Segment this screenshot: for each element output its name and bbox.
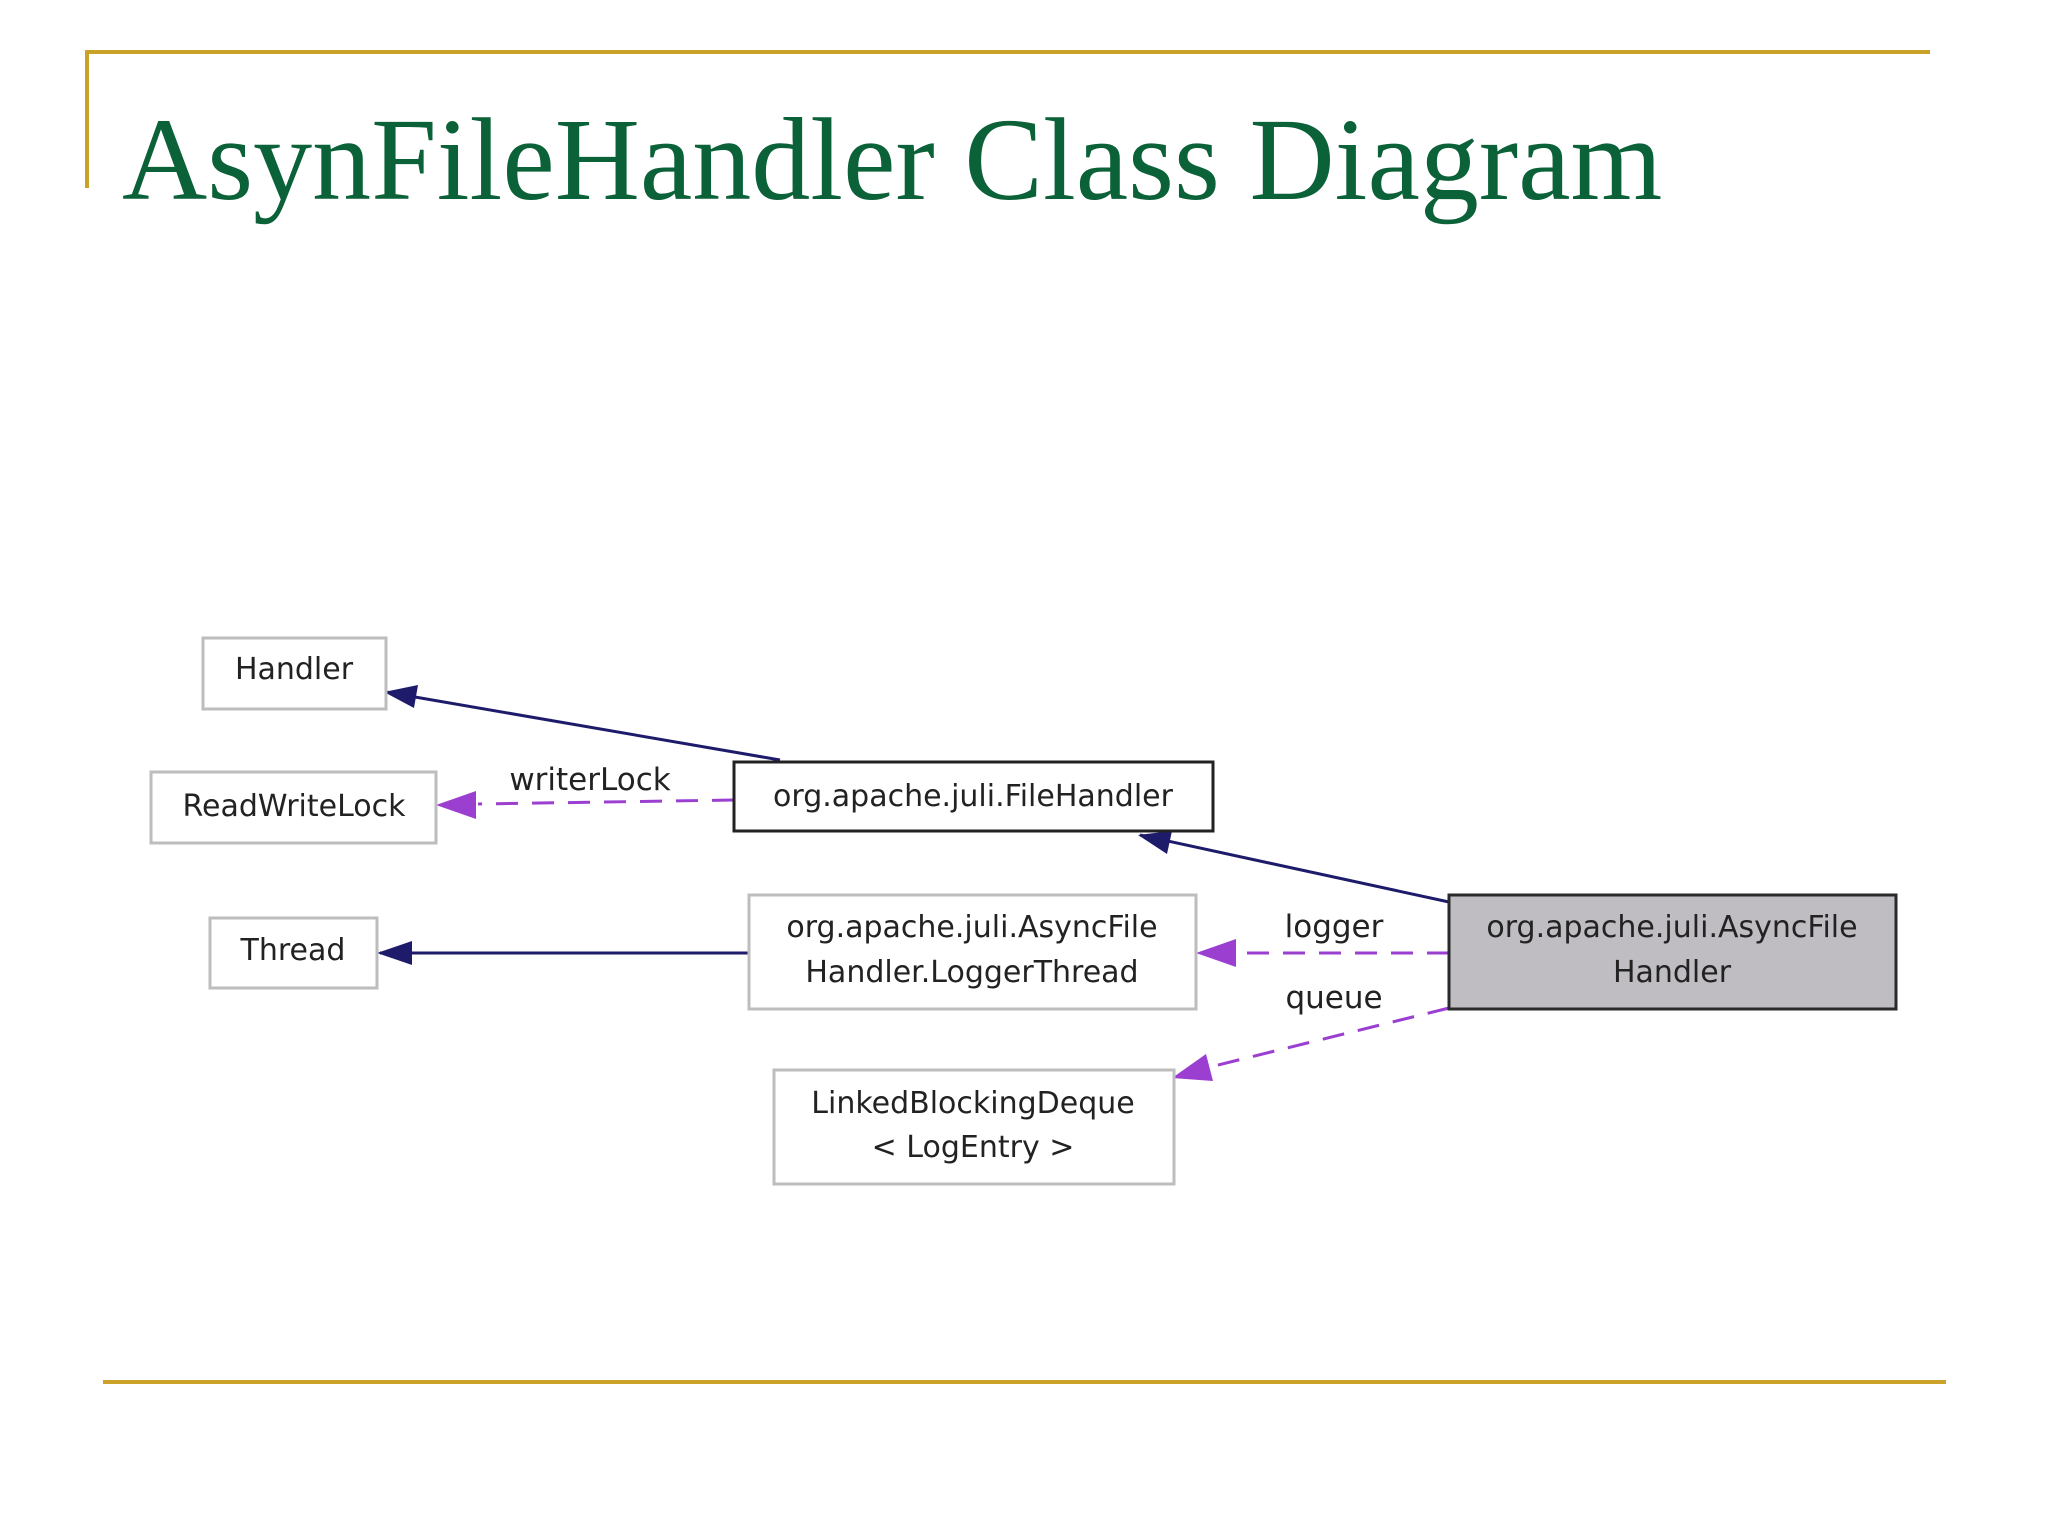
arrowhead-thread: [377, 941, 412, 965]
node-readwritelock-label: ReadWriteLock: [183, 789, 407, 824]
node-handler: Handler: [201, 636, 388, 711]
edge-filehandler-to-handler: [385, 690, 781, 762]
node-loggerthread-label-2: Handler.LoggerThread: [805, 955, 1138, 990]
node-asyncfilehandler-label-1: org.apache.juli.AsyncFile: [1486, 910, 1857, 945]
node-loggerthread-label-1: org.apache.juli.AsyncFile: [786, 910, 1157, 945]
arrowhead-handler: [384, 685, 418, 708]
edge-label-logger: logger: [1285, 909, 1384, 945]
arrowhead-deque: [1172, 1054, 1213, 1081]
left-rule: [85, 50, 89, 188]
node-filehandler: org.apache.juli.FileHandler: [732, 760, 1215, 833]
node-asyncfilehandler: org.apache.juli.AsyncFile Handler: [1447, 893, 1898, 1011]
bottom-rule: [103, 1380, 1946, 1384]
node-asyncfilehandler-label-2: Handler: [1613, 955, 1732, 990]
arrowhead-loggerthread: [1196, 939, 1236, 967]
top-rule: [85, 50, 1930, 54]
node-thread-label: Thread: [240, 933, 346, 968]
edge-writerlock: [477, 798, 735, 806]
slide-title: AsynFileHandler Class Diagram: [122, 94, 1663, 225]
node-deque: LinkedBlockingDeque < LogEntry >: [772, 1068, 1176, 1186]
edge-label-writerlock: writerLock: [509, 762, 670, 798]
node-readwritelock: ReadWriteLock: [149, 770, 438, 845]
edges: [377, 685, 1450, 1081]
edge-queue: [1209, 1006, 1450, 1069]
node-loggerthread: org.apache.juli.AsyncFile Handler.Logger…: [747, 893, 1198, 1011]
node-filehandler-label: org.apache.juli.FileHandler: [773, 779, 1174, 814]
node-handler-label: Handler: [235, 652, 354, 687]
node-thread: Thread: [208, 916, 379, 990]
arrowhead-filehandler: [1138, 831, 1172, 854]
edge-asyncfilehandler-to-filehandler: [1139, 833, 1450, 904]
node-deque-label-2: < LogEntry >: [872, 1130, 1075, 1165]
arrowhead-readwritelock: [436, 791, 476, 819]
node-deque-label-1: LinkedBlockingDeque: [811, 1086, 1134, 1121]
edge-label-queue: queue: [1285, 980, 1382, 1016]
